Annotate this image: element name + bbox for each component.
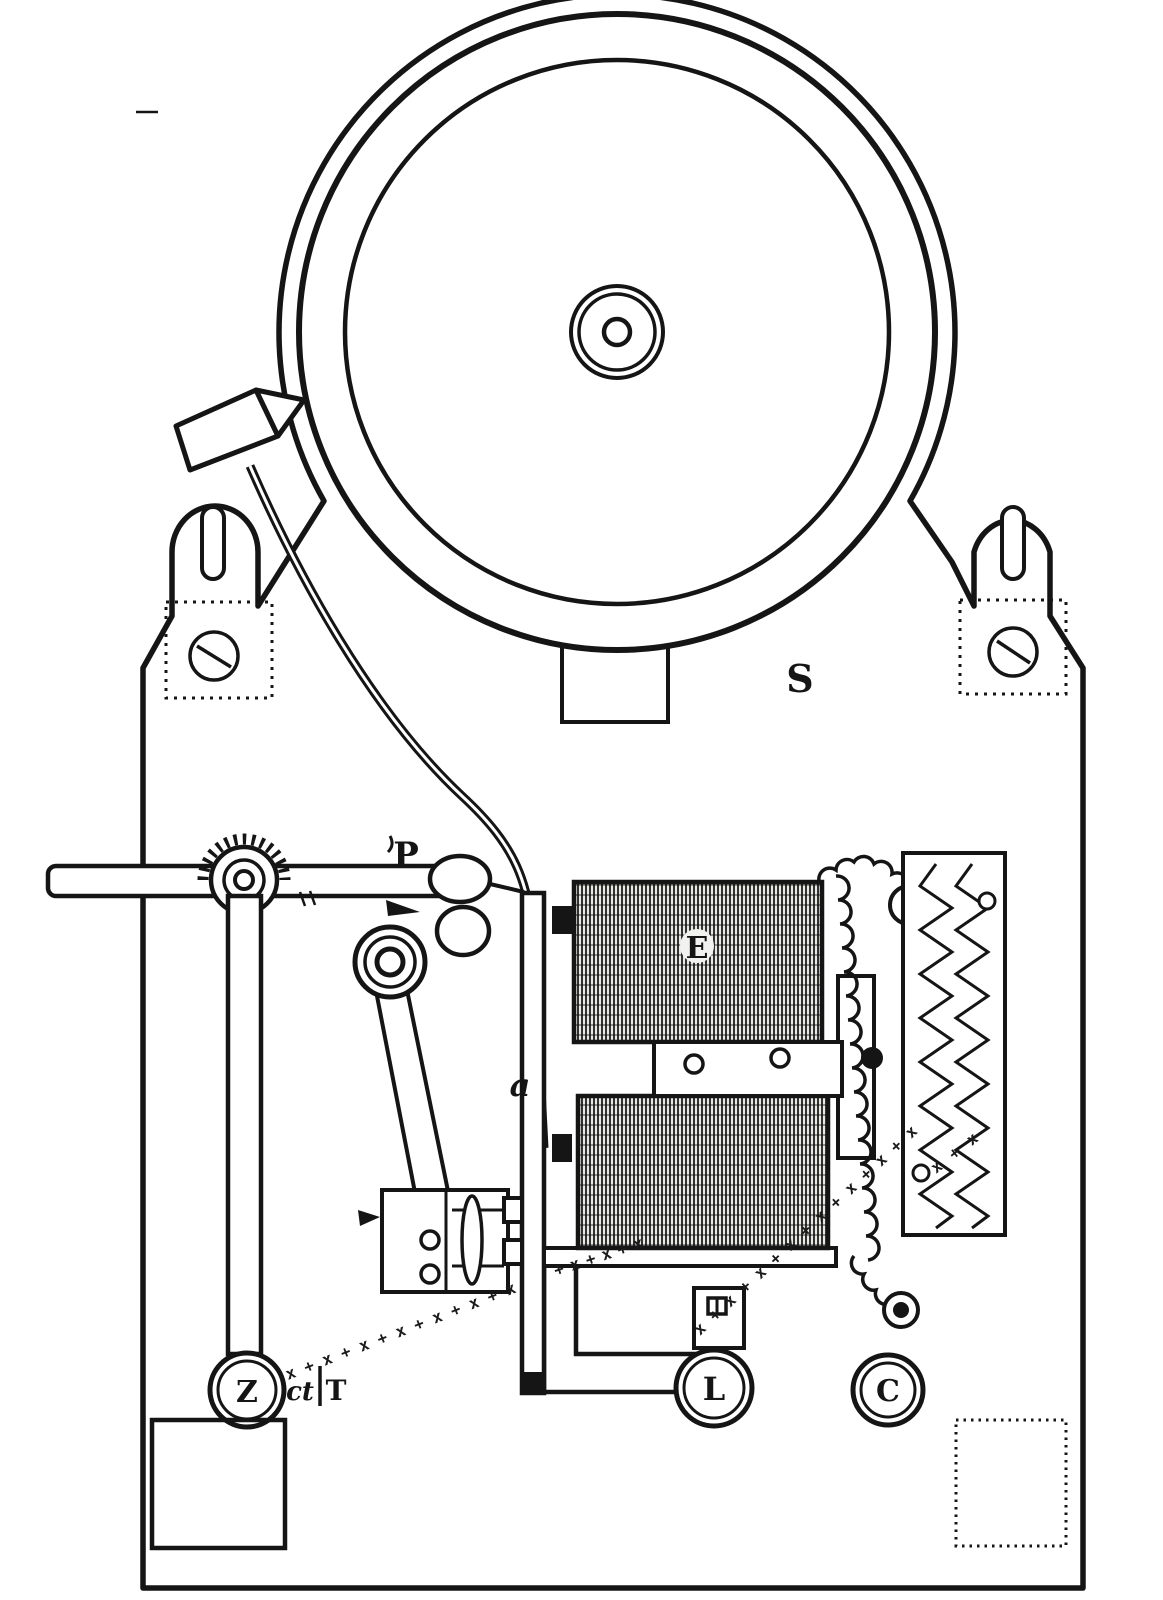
frame-post xyxy=(502,890,838,1396)
coil-yoke xyxy=(652,1040,844,1098)
gong-center-screw xyxy=(601,316,633,348)
electromagnet: E xyxy=(552,879,883,1251)
zigzag-spring-2 xyxy=(953,863,991,1230)
corner-block-right xyxy=(954,1418,1068,1548)
keyhole-slot-right xyxy=(1000,505,1026,581)
terminal-L-group: L xyxy=(673,1286,755,1429)
tick-mark xyxy=(386,835,394,854)
upright-post xyxy=(519,890,547,1396)
coiled-wire-to-C xyxy=(849,1254,891,1307)
label-L: L xyxy=(703,1370,726,1408)
label-P: P xyxy=(393,835,419,875)
pointer-mark xyxy=(358,1210,380,1226)
spring-panel xyxy=(901,851,1007,1237)
contact-screw-tab xyxy=(502,1238,524,1266)
label-Z: Z xyxy=(236,1375,258,1410)
terminal-C-group: C xyxy=(850,1291,926,1428)
label-ct: ct xyxy=(286,1377,314,1407)
core-tab-lower xyxy=(552,1134,572,1162)
label-a: a xyxy=(510,1066,531,1104)
label-E: E xyxy=(686,931,709,966)
contact-spring-clip xyxy=(460,1194,484,1286)
mount-screw-left xyxy=(164,600,274,700)
link-arm xyxy=(352,924,452,1206)
backstop-screw xyxy=(861,1047,883,1069)
knurled-pivot-teeth xyxy=(197,833,291,881)
label-backing xyxy=(680,929,714,963)
part-labels: P a ct T xyxy=(286,835,530,1407)
label-S: S xyxy=(786,656,813,701)
corner-block-left xyxy=(149,1417,288,1551)
label-C: C xyxy=(876,1374,900,1409)
label-T: T xyxy=(326,1374,347,1407)
bell-gong xyxy=(296,11,938,653)
post-foot xyxy=(520,1372,546,1392)
pawl-lobe-upper xyxy=(427,853,493,905)
pawl-wedge xyxy=(386,900,420,916)
coiled-wire-top xyxy=(817,854,910,891)
core-tab-upper xyxy=(552,906,572,934)
coil-lower xyxy=(575,1093,831,1251)
coiled-wire-vertical xyxy=(835,874,881,1262)
keyhole-slot-left xyxy=(200,505,226,581)
contact-box xyxy=(358,1188,510,1294)
contact-screw-tab xyxy=(502,1196,524,1224)
zigzag-spring-1 xyxy=(917,863,955,1230)
pawl-lobe-lower xyxy=(434,904,492,958)
mount-screw-right xyxy=(958,598,1068,696)
pendulum-bar: Z xyxy=(207,893,287,1430)
hammer-tip xyxy=(253,387,307,439)
